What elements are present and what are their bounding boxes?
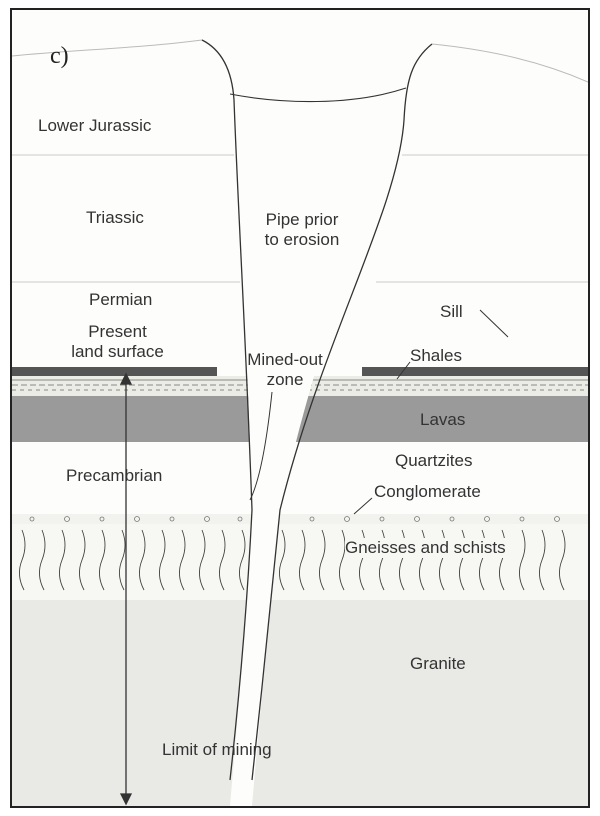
layer-label-gneisses-schists: Gneisses and schists <box>345 538 506 558</box>
conglomerate-layer-left <box>12 514 272 524</box>
pipe-label-mined-out-zone: Mined-out zone <box>230 350 340 390</box>
sill-layer-left <box>12 367 217 376</box>
sill-leader <box>480 310 508 337</box>
present-land-line-1: Present <box>30 322 205 342</box>
layer-label-granite: Granite <box>410 654 466 674</box>
layer-label-lavas: Lavas <box>420 410 465 430</box>
present-land-line-2: land surface <box>30 342 205 362</box>
mined-out-line-2: zone <box>230 370 340 390</box>
pipe-label-limit-of-mining: Limit of mining <box>162 740 272 760</box>
mined-out-line-1: Mined-out <box>230 350 340 370</box>
gneiss-layer-right <box>252 524 588 600</box>
granite-layer-left <box>12 600 272 806</box>
layer-label-lower-jurassic: Lower Jurassic <box>38 116 151 136</box>
pipe-top-curve <box>230 88 406 102</box>
layer-label-permian: Permian <box>89 290 152 310</box>
layer-label-conglomerate: Conglomerate <box>374 482 481 502</box>
figure-frame: c) Lower Jurassic Triassic Permian Prese… <box>10 8 590 808</box>
conglomerate-layer-right <box>252 514 588 524</box>
lavas-layer-left <box>12 396 272 442</box>
pipe-prior-line-2: to erosion <box>232 230 372 250</box>
layer-label-shales: Shales <box>410 346 462 366</box>
pipe-prior-line-1: Pipe prior <box>232 210 372 230</box>
layer-label-precambrian: Precambrian <box>66 466 162 486</box>
pipe-label-prior-to-erosion: Pipe prior to erosion <box>232 210 372 250</box>
granite-layer-right <box>252 600 588 806</box>
layer-label-sill: Sill <box>440 302 463 322</box>
layer-label-quartzites: Quartzites <box>395 451 472 471</box>
layer-label-present-land-surface: Present land surface <box>30 322 205 362</box>
layer-label-triassic: Triassic <box>86 208 144 228</box>
sill-layer-right <box>362 367 588 376</box>
gneiss-layer-left <box>12 524 272 600</box>
panel-label: c) <box>50 46 69 66</box>
mined-out-leader <box>250 392 272 500</box>
